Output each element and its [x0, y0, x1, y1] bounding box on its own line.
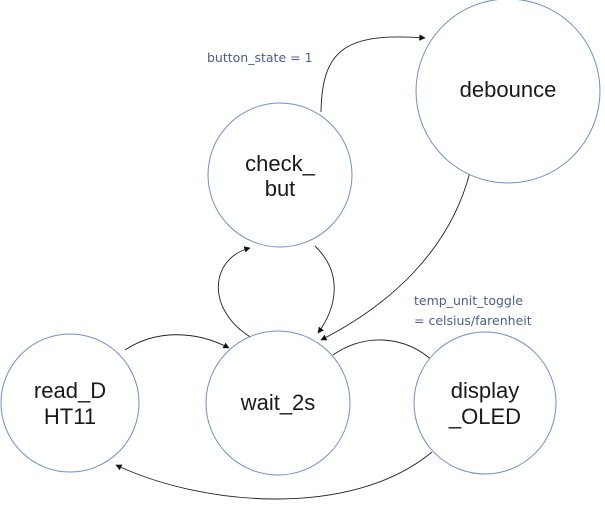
- edge-wait-to-check: [218, 246, 253, 339]
- state-read-dht11: read_D HT11: [0, 333, 140, 473]
- state-display-oled-label-line1: display: [451, 378, 519, 403]
- edge-check-to-debounce: [320, 34, 426, 113]
- state-debounce-label: debounce: [460, 77, 557, 102]
- state-display-oled-label-line2: _OLED: [448, 404, 521, 429]
- state-wait-2s-label: wait_2s: [240, 390, 316, 415]
- edge-debounce-to-wait: [320, 171, 471, 341]
- state-check-but: check_ but: [207, 102, 353, 248]
- edge-check-to-wait: [314, 245, 335, 334]
- state-display-oled: display _OLED: [413, 331, 557, 475]
- label-button-state: button_state = 1: [207, 50, 313, 65]
- label-temp-unit-toggle: temp_unit_toggle: [414, 293, 523, 308]
- state-check-but-label-line1: check_: [245, 151, 315, 176]
- state-debounce: debounce: [415, 0, 601, 184]
- state-wait-2s: wait_2s: [205, 330, 351, 476]
- edge-display-to-read: [115, 451, 433, 500]
- edge-read-to-wait: [124, 334, 230, 351]
- state-check-but-label-line2: but: [265, 176, 296, 201]
- edge-wait-to-display: [332, 339, 435, 363]
- state-read-dht11-label-line1: read_D: [34, 378, 106, 403]
- label-temp-unit-values: = celsius/farenheit: [414, 313, 532, 328]
- state-read-dht11-label-line2: HT11: [44, 404, 96, 429]
